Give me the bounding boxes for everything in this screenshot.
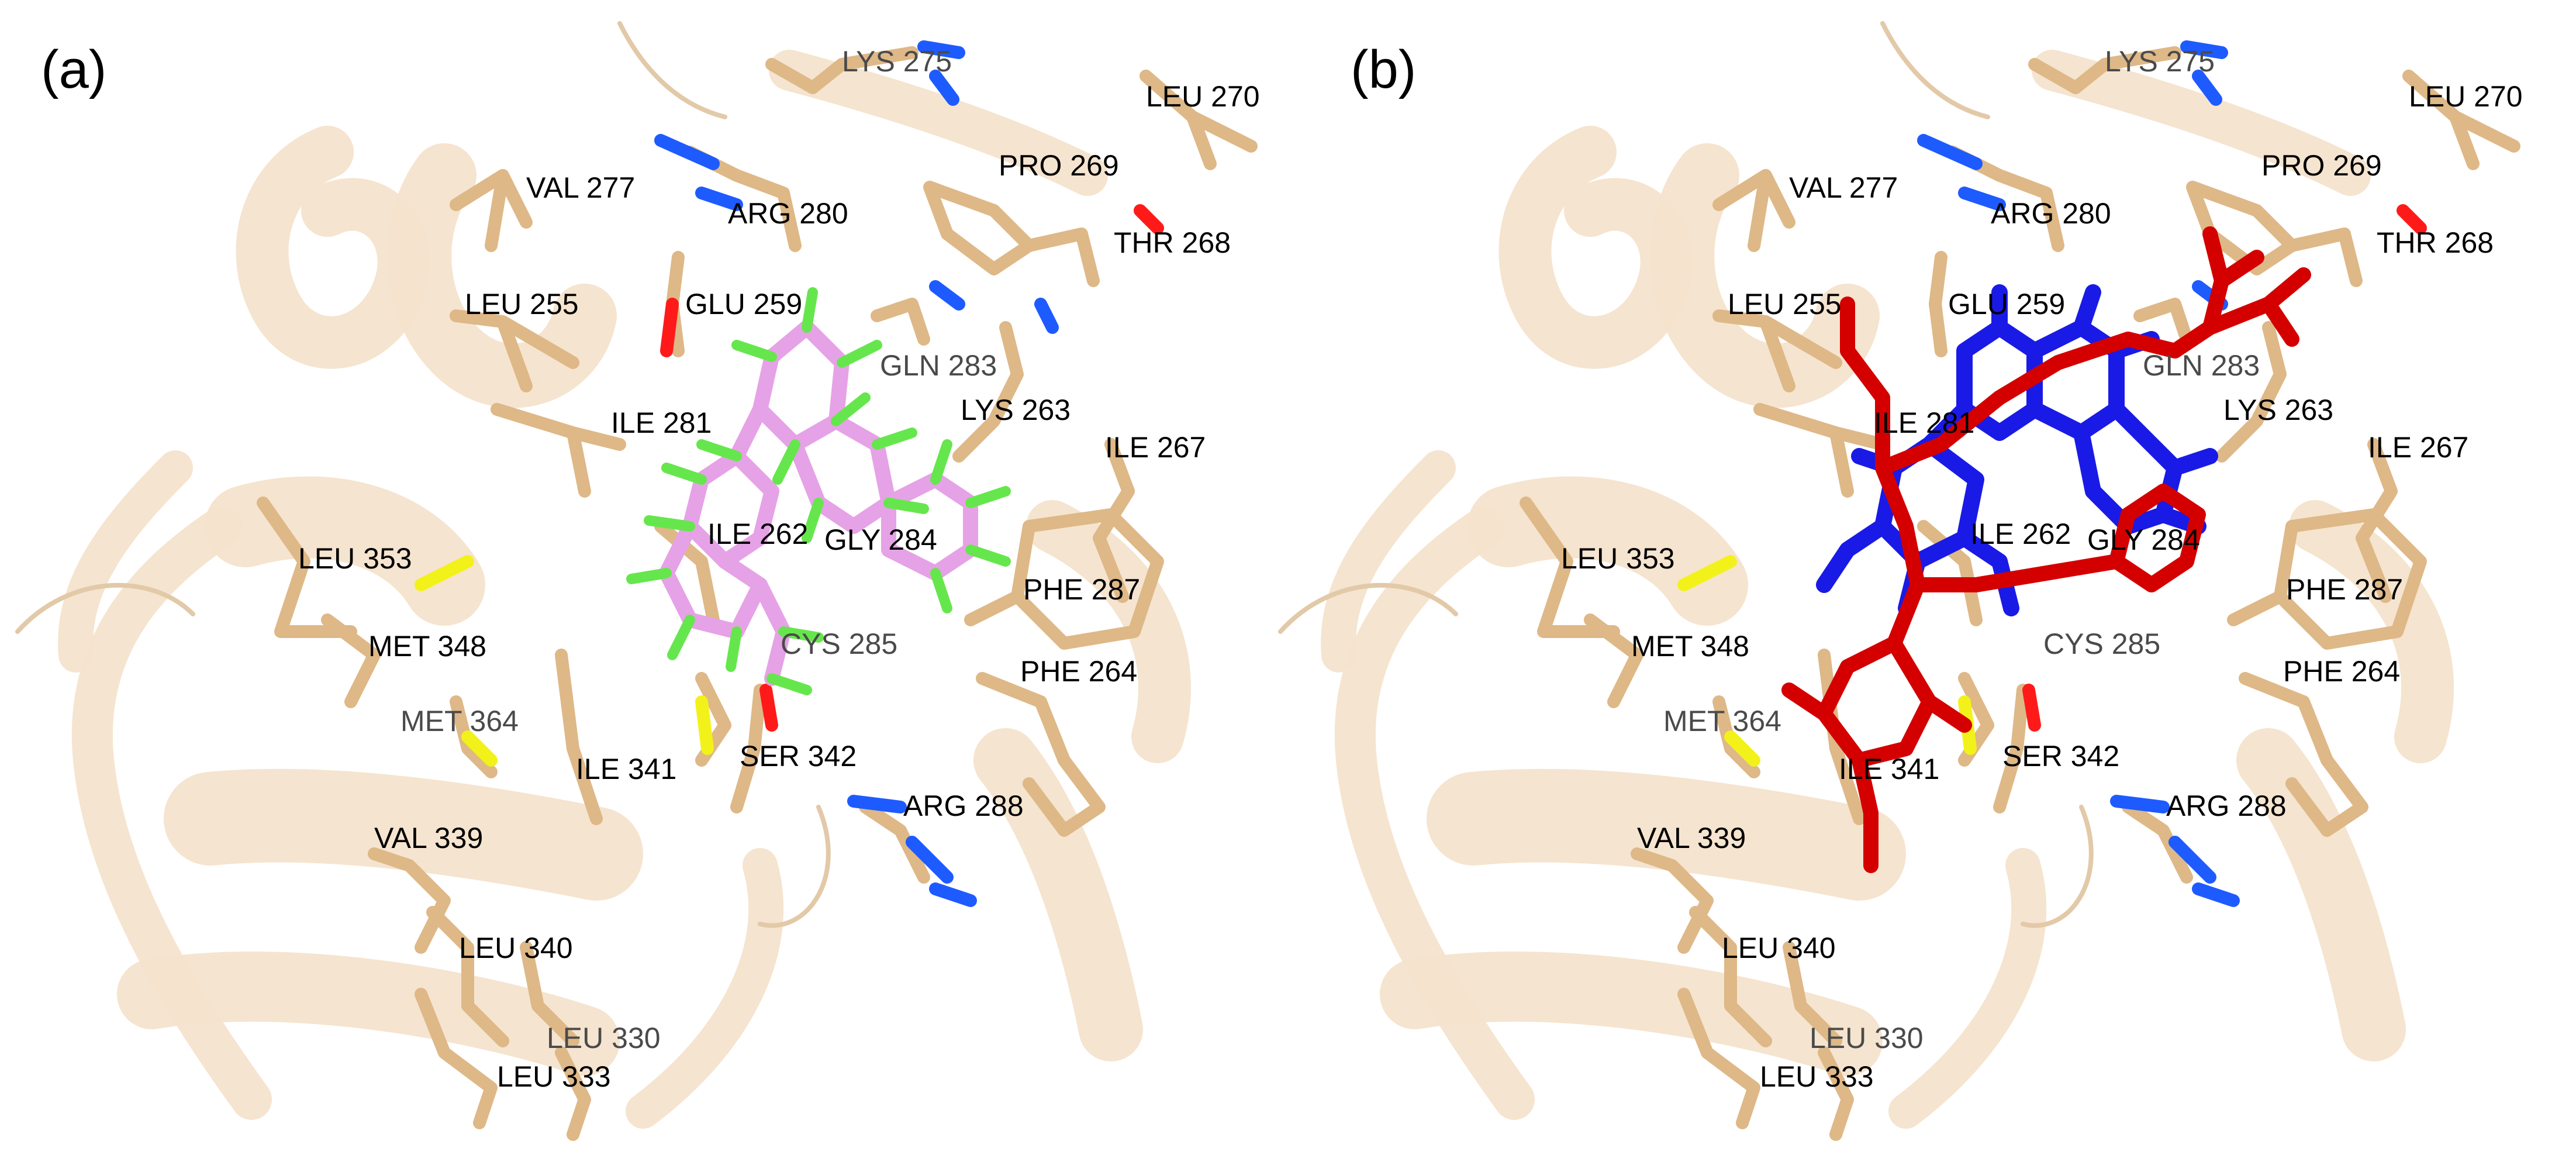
residue-label-leu255: LEU 255 [465, 288, 579, 320]
residue-label-leu353: LEU 353 [1561, 542, 1675, 575]
residue-label-arg280: ARG 280 [728, 197, 848, 230]
residue-label-met348: MET 348 [1631, 630, 1749, 663]
residue-label-glu259: GLU 259 [1948, 288, 2065, 320]
residue-label-ser342: SER 342 [2002, 740, 2119, 773]
residue-label-lys275: LYS 275 [842, 45, 952, 78]
residue-sidechains [1520, 40, 2520, 1141]
residue-label-ile267: ILE 267 [1105, 431, 1206, 464]
residue-label-ile341: ILE 341 [576, 753, 676, 785]
residue-label-phe287: PHE 287 [2286, 573, 2403, 606]
panel-a: (a) LYS 275 LEU 270 VAL 277 PRO 269 ARG … [15, 21, 1260, 1141]
residue-label-glu259: GLU 259 [685, 288, 802, 320]
residue-label-pro269: PRO 269 [2261, 149, 2382, 182]
ligand-b-red [1781, 226, 2311, 873]
residue-label-leu340: LEU 340 [459, 932, 573, 964]
panel-b: (b) LYS 275 LEU 270 VAL 277 PRO 269 ARG … [1278, 21, 2523, 1141]
protein-ribbon [15, 21, 1191, 1129]
residue-label-ile281: ILE 281 [1874, 406, 1974, 439]
residue-label-leu330: LEU 330 [1810, 1022, 1924, 1054]
residue-labels: LYS 275 LEU 270 VAL 277 PRO 269 ARG 280 … [298, 45, 1260, 1093]
residue-label-leu270: LEU 270 [1146, 80, 1260, 113]
residue-label-leu333: LEU 333 [1760, 1060, 1874, 1093]
residue-label-val339: VAL 339 [374, 822, 483, 854]
residue-label-cys285: CYS 285 [2043, 628, 2160, 660]
residue-label-pro269: PRO 269 [999, 149, 1119, 182]
residue-label-ile262: ILE 262 [1970, 518, 2071, 550]
residue-label-thr268: THR 268 [2377, 226, 2494, 259]
residue-label-val277: VAL 277 [1789, 171, 1898, 204]
residue-label-lys263: LYS 263 [961, 394, 1071, 426]
residue-label-leu255: LEU 255 [1728, 288, 1842, 320]
residue-label-leu270: LEU 270 [2409, 80, 2523, 113]
residue-label-leu340: LEU 340 [1722, 932, 1836, 964]
residue-label-gln283: GLN 283 [880, 349, 997, 382]
residue-label-lys263: LYS 263 [2223, 394, 2333, 426]
panel-label-b: (b) [1351, 40, 1416, 99]
residue-label-ile262: ILE 262 [707, 518, 808, 550]
residue-label-ile281: ILE 281 [611, 406, 712, 439]
residue-label-met364: MET 364 [1663, 705, 1781, 737]
residue-label-leu353: LEU 353 [298, 542, 412, 575]
residue-label-val339: VAL 339 [1637, 822, 1746, 854]
residue-label-ile267: ILE 267 [2368, 431, 2468, 464]
residue-label-phe264: PHE 264 [1020, 655, 1137, 688]
residue-sidechains [257, 40, 1258, 1141]
residue-label-val277: VAL 277 [526, 171, 635, 204]
residue-label-thr268: THR 268 [1114, 226, 1231, 259]
residue-label-gly284: GLY 284 [824, 523, 937, 556]
residue-label-met348: MET 348 [368, 630, 486, 663]
residue-label-phe287: PHE 287 [1023, 573, 1140, 606]
residue-label-phe264: PHE 264 [2283, 655, 2400, 688]
panel-label-a: (a) [41, 40, 106, 99]
residue-label-arg280: ARG 280 [1991, 197, 2111, 230]
residue-label-arg288: ARG 288 [2166, 789, 2287, 822]
residue-label-leu333: LEU 333 [497, 1060, 611, 1093]
residue-label-cys285: CYS 285 [781, 628, 897, 660]
residue-labels: LYS 275 LEU 270 VAL 277 PRO 269 ARG 280 … [1561, 45, 2523, 1093]
residue-label-gly284: GLY 284 [2087, 523, 2200, 556]
residue-label-ile341: ILE 341 [1839, 753, 1939, 785]
residue-label-lys275: LYS 275 [2105, 45, 2215, 78]
residue-label-ser342: SER 342 [740, 740, 857, 773]
residue-label-arg288: ARG 288 [903, 789, 1024, 822]
ligand-a [626, 287, 1011, 695]
residue-label-leu330: LEU 330 [547, 1022, 661, 1054]
residue-label-gln283: GLN 283 [2143, 349, 2260, 382]
residue-label-met364: MET 364 [400, 705, 519, 737]
